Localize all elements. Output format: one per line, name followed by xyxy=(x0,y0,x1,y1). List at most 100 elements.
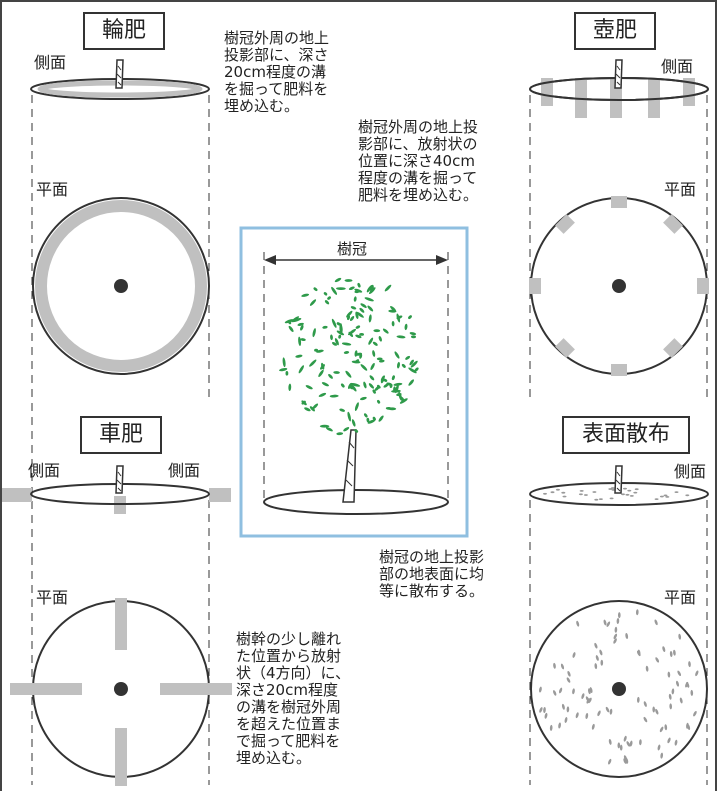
fertilizer-dot xyxy=(555,488,560,491)
fertilizer-dot xyxy=(685,494,690,497)
fertilizer-dot xyxy=(673,649,676,656)
fertilizer-dot xyxy=(600,659,604,666)
fertilizer-dot xyxy=(693,710,697,717)
arrow-right-icon xyxy=(436,255,448,265)
leaf xyxy=(339,325,343,334)
leaf xyxy=(364,413,368,418)
leaf xyxy=(369,286,373,292)
leaf xyxy=(368,337,374,345)
fertilizer-dot xyxy=(623,735,627,742)
fertilizer-dot xyxy=(633,491,638,494)
leaf xyxy=(391,321,395,327)
leaf xyxy=(343,427,350,432)
fertilizer-dot xyxy=(592,491,597,493)
fertilizer-dot xyxy=(605,706,610,713)
leaf xyxy=(355,352,363,356)
arrow-left-icon xyxy=(264,255,276,265)
fertilizer-dot xyxy=(629,740,633,747)
leaf xyxy=(380,377,385,384)
fertilizer-dot xyxy=(560,663,565,670)
leaf xyxy=(336,287,346,291)
leaf xyxy=(356,311,364,318)
fertilizer-dot xyxy=(608,758,612,765)
leaf xyxy=(354,429,359,433)
leaf xyxy=(350,383,361,387)
leaf xyxy=(288,383,292,391)
leaf xyxy=(309,406,315,412)
leaf xyxy=(328,373,333,379)
leaf xyxy=(351,419,356,427)
leaf xyxy=(347,315,350,321)
leaf xyxy=(312,328,316,338)
fertilizer-dot xyxy=(564,717,568,723)
leaf xyxy=(399,398,408,404)
leaf xyxy=(322,325,328,329)
leaf xyxy=(409,359,414,366)
leaf xyxy=(329,394,339,398)
fertilizer-dot xyxy=(663,494,668,497)
leaf xyxy=(318,392,327,397)
leaf xyxy=(367,419,376,424)
leaf xyxy=(379,359,385,363)
leaf xyxy=(360,303,367,308)
fertilizer-dot xyxy=(543,492,547,495)
fertilizer-dot xyxy=(579,490,584,492)
leaf xyxy=(360,364,368,371)
wheel-method-figure xyxy=(2,465,232,786)
leaf xyxy=(334,277,342,283)
leaf xyxy=(355,325,361,329)
fertilizer-dot xyxy=(594,663,598,670)
leaf xyxy=(301,400,307,406)
ring-trunk-icon xyxy=(115,59,124,89)
leaf xyxy=(301,293,310,297)
fertilizer-dot xyxy=(625,757,629,764)
surface-method-figure xyxy=(529,465,709,785)
wheel-plan-trunk-dot xyxy=(114,682,128,696)
fertilizer-dot xyxy=(591,723,595,730)
surface-plan-label: 平面 xyxy=(664,588,697,607)
fertilizer-dot xyxy=(674,739,678,746)
fertilizer-dot xyxy=(687,724,691,731)
leaf xyxy=(355,334,362,339)
fertilizer-dot xyxy=(598,498,603,500)
leaf xyxy=(382,328,389,334)
leaf xyxy=(346,310,353,318)
fertilizer-dot xyxy=(588,688,591,695)
ring-method-figure xyxy=(30,59,210,785)
leaf xyxy=(369,375,375,381)
leaf xyxy=(414,367,419,372)
leaf xyxy=(285,371,289,376)
leaf xyxy=(338,334,342,339)
leaf xyxy=(389,383,393,388)
fertilizer-dot xyxy=(549,724,553,731)
fertilizer-dot xyxy=(667,737,671,744)
fertilizer-dot xyxy=(657,744,661,751)
fertilizer-dot xyxy=(595,655,599,661)
fertilizer-dot xyxy=(629,495,634,497)
pot-plan-label: 平面 xyxy=(664,180,697,199)
leaf xyxy=(330,334,333,341)
leaf xyxy=(300,324,304,331)
pot-side-label: 側面 xyxy=(661,57,694,76)
fertilizer-dot xyxy=(594,642,598,649)
fertilizer-dot xyxy=(655,708,659,715)
ring-title: 輪肥 xyxy=(83,12,165,50)
leaf xyxy=(377,399,381,404)
leaf xyxy=(353,296,357,302)
fertilizer-dot xyxy=(668,693,672,700)
fertilizer-dot xyxy=(539,707,543,713)
leaf xyxy=(394,384,399,394)
leaf xyxy=(404,323,408,331)
leaf xyxy=(327,296,331,300)
leaf xyxy=(334,338,339,346)
fertilizer-dot xyxy=(659,495,664,498)
ring-plan-label: 平面 xyxy=(36,180,69,199)
fertilizer-dot xyxy=(562,495,567,498)
fertilizer-dot xyxy=(635,609,639,616)
leaf xyxy=(360,396,367,401)
fertilizer-dot xyxy=(669,651,673,657)
leaf xyxy=(343,351,350,354)
surface-description: 樹冠の地上投影 部の地表面に均 等に散布する。 xyxy=(379,548,485,600)
fertilizer-dot xyxy=(550,491,555,494)
fertilizer-dot xyxy=(623,758,627,764)
